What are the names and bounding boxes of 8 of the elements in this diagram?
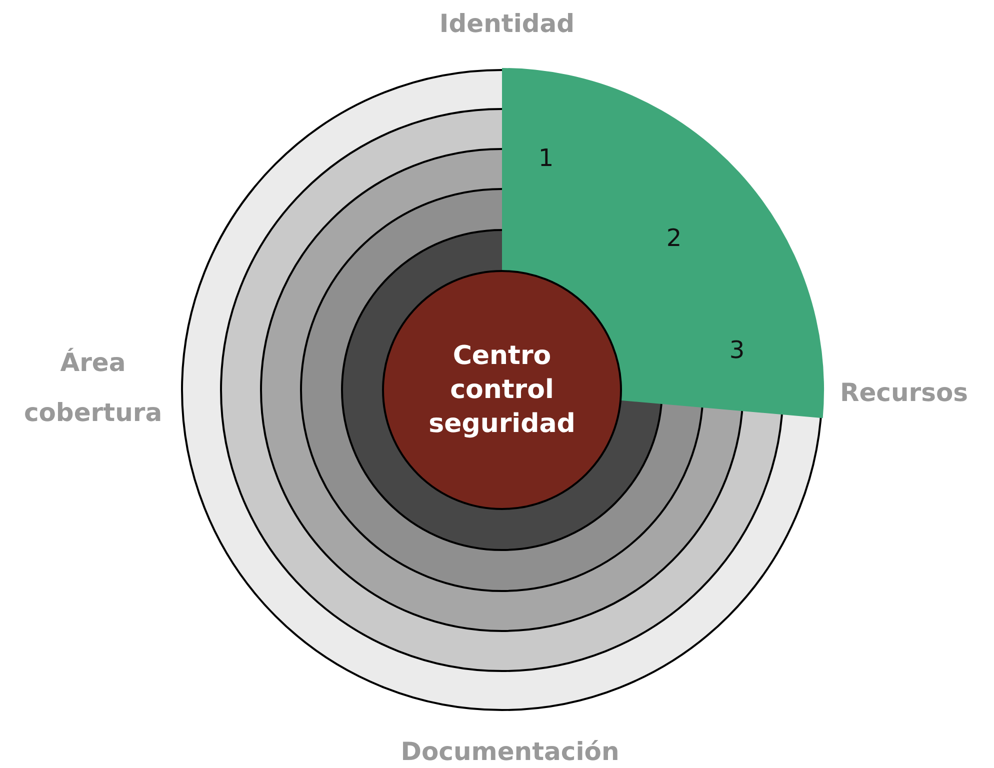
- axis-label: Identidad: [439, 8, 575, 40]
- segment-number: 1: [538, 144, 554, 172]
- axis-label: Recursos: [840, 377, 968, 409]
- axis-label: Área cobertura: [22, 346, 164, 429]
- segment-number: 2: [666, 224, 682, 252]
- center-label: Centro control seguridad: [428, 340, 576, 441]
- axis-label: Documentación: [400, 736, 620, 768]
- segment-number: 3: [729, 336, 745, 364]
